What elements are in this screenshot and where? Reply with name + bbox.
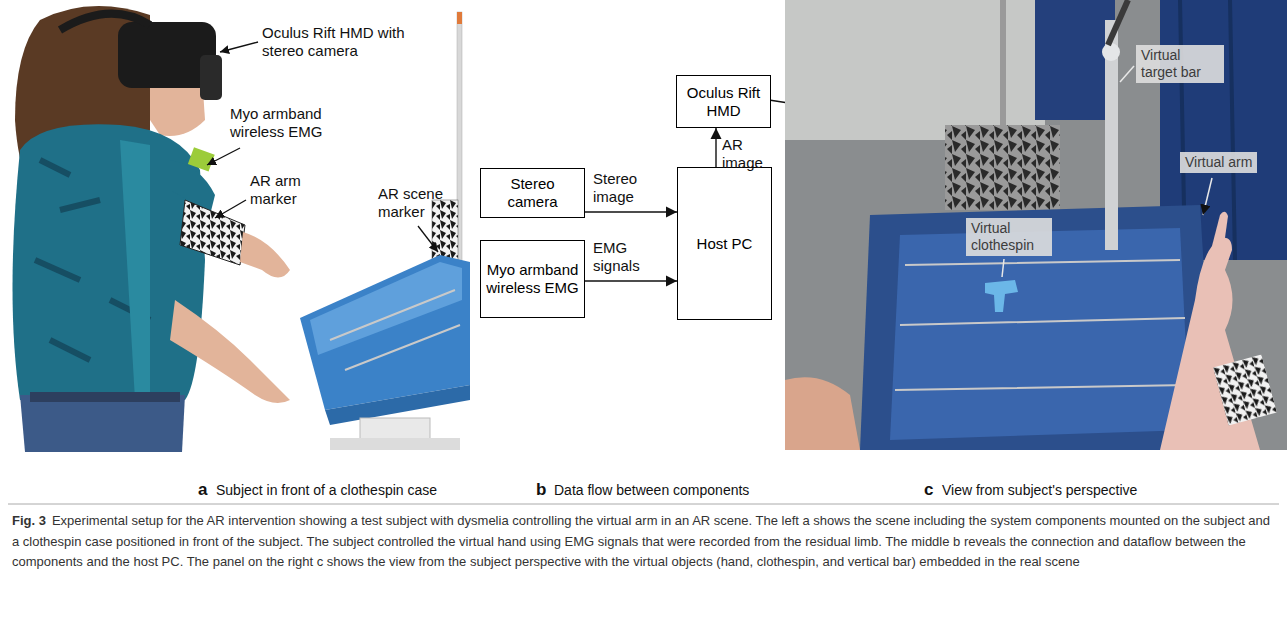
part-label: AR scene marker	[378, 185, 458, 221]
device-box: Oculus Rift HMD	[676, 75, 771, 128]
caption-rule	[8, 504, 1279, 505]
node-text: Virtual arm	[1185, 154, 1252, 171]
node-text: Virtual target bar	[1141, 47, 1219, 81]
device-box: Myo armband wireless EMG	[480, 240, 585, 318]
part-label: Myo armband wireless EMG	[230, 105, 345, 141]
edge-label: AR image	[722, 136, 767, 172]
data-arrow	[715, 128, 716, 167]
panel-title: Subject in front of a clothespin case	[216, 482, 437, 499]
overlay-tag: Virtual arm	[1180, 152, 1257, 173]
node-text: Oculus Rift HMD	[681, 84, 766, 120]
overlay-tag: Virtual target bar	[1136, 45, 1224, 83]
process-box: Host PC	[677, 167, 772, 320]
subject-photo	[13, 6, 291, 452]
view-photo	[785, 0, 1287, 450]
caption-block: Fig. 3Experimental setup for the AR inte…	[12, 511, 1275, 573]
figure-number: Fig. 3	[12, 513, 46, 528]
device-box: Stereo camera	[480, 168, 585, 218]
panel-letter: a	[198, 480, 207, 500]
edge-label: EMG signals	[593, 239, 673, 275]
node-text: Host PC	[697, 235, 753, 253]
clothespin-case	[300, 12, 470, 450]
panel-title: Data flow between components	[554, 482, 749, 499]
node-text: Myo armband wireless EMG	[485, 261, 580, 297]
overlay-tag: Virtual clothespin	[966, 218, 1052, 256]
data-arrow	[585, 211, 677, 212]
figure-caption: Experimental setup for the AR interventi…	[12, 513, 1270, 569]
panel-letter: c	[924, 480, 933, 500]
panel-title: View from subject's perspective	[942, 482, 1137, 499]
node-text: Stereo camera	[485, 175, 580, 211]
edge-label: Stereo image	[593, 170, 673, 206]
part-label: Oculus Rift HMD with stereo camera	[262, 24, 412, 60]
panel-letter: b	[536, 480, 546, 500]
node-text: Virtual clothespin	[971, 220, 1047, 254]
data-arrow	[585, 280, 677, 281]
part-label: AR arm marker	[250, 172, 314, 208]
